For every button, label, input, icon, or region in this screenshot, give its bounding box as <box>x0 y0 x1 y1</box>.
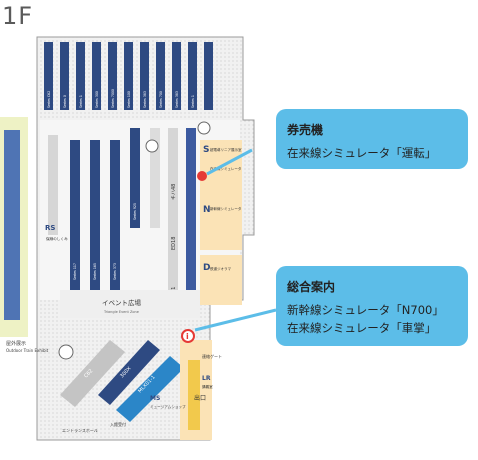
zone-rs-letter: RS <box>45 224 55 232</box>
ticket-machine-callout: 券売機 在来線シミュレータ「運転」 <box>276 109 468 169</box>
bay-label: Series 383 <box>175 91 179 108</box>
exit-path <box>188 360 200 430</box>
restroom-icon <box>58 121 211 360</box>
callout-title: 総合案内 <box>287 280 336 294</box>
diagonal-trains <box>60 340 184 422</box>
bay-label: Series 1 <box>191 95 195 108</box>
bay-label: Series 0 <box>63 95 67 108</box>
side-label: キハ48 <box>171 184 177 200</box>
bay-label: Series 373 <box>113 263 117 280</box>
bay-label: Series 100 <box>127 91 131 108</box>
top-train-bays <box>44 42 213 110</box>
bay-label: Series C62 <box>47 91 51 108</box>
outdoor-label: 屋外展示 <box>6 340 26 347</box>
event-plaza-area <box>60 290 200 318</box>
mid-train-bays <box>48 128 196 308</box>
bay-label: Series 383 <box>143 91 147 108</box>
zone-d-area <box>200 255 242 305</box>
zone-lr-item: 講義室 <box>202 384 213 389</box>
zone-d-letter: D <box>203 263 210 273</box>
callout-line: 在来線シミュレータ「運転」 <box>287 146 437 160</box>
ticket-callout-pointer <box>206 148 253 176</box>
callout-title: 券売機 <box>287 123 324 137</box>
info-callout-pointer <box>194 308 277 332</box>
zone-s-area <box>200 140 242 250</box>
entrance-hall-label: エントランスホール <box>62 427 98 433</box>
zone-d-item: 鉄道ジオラマ <box>210 266 231 271</box>
zone-s-item: 在来線シミュレータ <box>210 166 242 171</box>
bay-label: Series 117 <box>73 263 77 280</box>
zone-ms-letter: MS <box>150 395 160 402</box>
callout-line: 在来線シミュレータ「車掌」 <box>287 321 437 335</box>
bay-label: Series 700 <box>159 91 163 108</box>
event-plaza-label: イベント広場 <box>102 298 142 307</box>
bay-label: Series 165 <box>93 263 97 280</box>
bay-label: Series 7000 <box>111 89 115 108</box>
event-plaza-label-en: Triangle Event Zone <box>103 310 139 314</box>
zone-s-letter: S <box>203 145 209 155</box>
exit-label: 出口 <box>194 394 206 402</box>
train-label: C62 <box>83 368 94 379</box>
floor-label: 1F <box>2 2 34 30</box>
information-icon: i <box>186 332 189 341</box>
callout-line: 新幹線シミュレータ「N700」 <box>287 303 444 317</box>
zone-ms-item: ミュージアムショップ <box>150 404 186 409</box>
zone-lr-letter: LR <box>202 375 211 382</box>
zone-n-item: 新幹線シミュレータ <box>210 206 242 211</box>
bay-label: Series 1 <box>79 95 83 108</box>
information-callout: 総合案内 新幹線シミュレータ「N700」 在来線シミュレータ「車掌」 <box>276 266 468 346</box>
outdoor-train <box>4 130 20 320</box>
zone-rs-item: 保線のしくみ <box>46 236 68 241</box>
side-label: ED18 <box>171 237 177 250</box>
reception-label: 入館受付 <box>110 421 126 427</box>
ticket-machine-marker <box>197 171 207 181</box>
zone-s-item: 超電導リニア展示室 <box>210 147 242 152</box>
bay-label: Series 300 <box>95 91 99 108</box>
information-marker <box>181 329 195 343</box>
zone-n-letter: N <box>203 205 211 215</box>
gate-label: 連絡ゲート <box>202 353 222 359</box>
bay-label: Series 925 <box>133 203 137 220</box>
outdoor-label-en: Outdoor Train Exhibit <box>6 348 49 353</box>
